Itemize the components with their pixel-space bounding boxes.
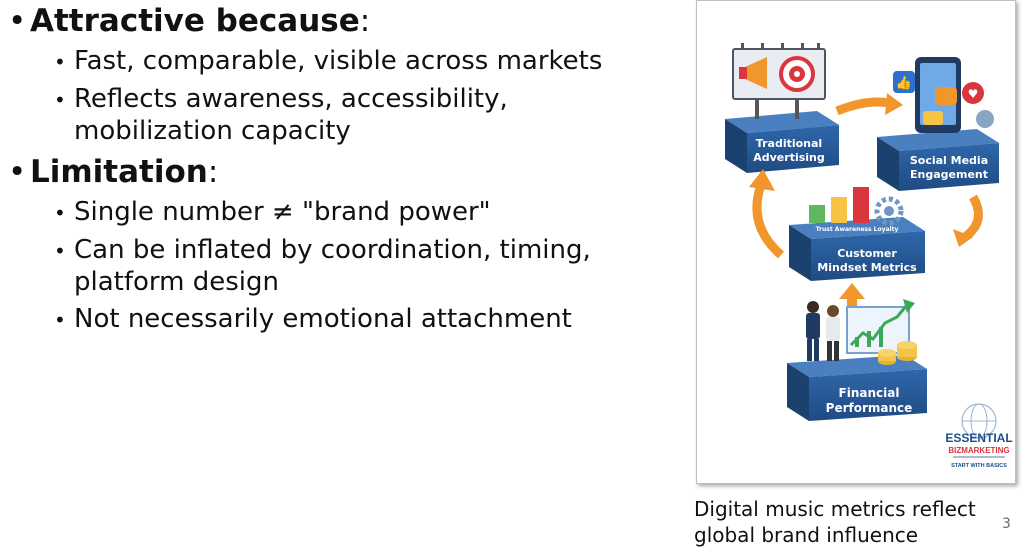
social-media-phone-icon: 👍 ♥: [893, 57, 994, 133]
svg-text:BIZMARKETING: BIZMARKETING: [948, 446, 1009, 455]
heading-limitation: Limitation: [30, 154, 208, 190]
svg-text:Customer: Customer: [837, 247, 897, 260]
business-people-icon: [806, 301, 840, 361]
arrow-icon: [962, 194, 983, 241]
svg-text:Engagement: Engagement: [910, 168, 988, 181]
bullet-list: • Attractive because: • Fast, comparable…: [8, 2, 668, 336]
essential-bizmarketing-logo: ESSENTIAL BIZMARKETING START WITH BASICS: [945, 403, 1013, 469]
bar-chart-icon: [809, 187, 869, 223]
heading-attractive: Attractive because: [30, 3, 360, 39]
bullet-dot: •: [8, 154, 27, 190]
bullet-attractive: • Attractive because:: [8, 3, 371, 39]
arrow-icon: [752, 183, 785, 259]
coins-icon: [878, 341, 917, 365]
list-item: • Fast, comparable, visible across marke…: [54, 46, 603, 76]
billboard-icon: [732, 43, 826, 119]
block-financial-performance: Financial Performance: [787, 355, 927, 421]
list-item: • Can be inflated by coordination, timin…: [54, 235, 591, 297]
limitation-subitems: • Single number ≠ "brand power" • Can be…: [54, 196, 668, 336]
svg-text:Performance: Performance: [826, 401, 913, 415]
page-number: 3: [1002, 516, 1011, 532]
bullet-limitation: • Limitation:: [8, 154, 219, 190]
figure-caption: Digital music metrics reflect global bra…: [694, 497, 976, 547]
svg-text:👍: 👍: [896, 75, 912, 91]
svg-text:Financial: Financial: [839, 386, 900, 400]
list-item: • Not necessarily emotional attachment: [54, 304, 572, 334]
block-customer-mindset: Trust Awareness Loyalty Customer Mindset…: [789, 217, 925, 281]
attractive-subitems: • Fast, comparable, visible across marke…: [54, 45, 668, 147]
gear-icon: [874, 196, 904, 226]
svg-text:Advertising: Advertising: [753, 151, 825, 164]
block-traditional-advertising: Traditional Advertising: [725, 111, 839, 173]
cycle-diagram-svg: Traditional Advertising Social Media Eng…: [725, 43, 1013, 469]
svg-text:Social Media: Social Media: [910, 154, 988, 167]
svg-text:START WITH BASICS: START WITH BASICS: [951, 463, 1007, 469]
list-item: • Single number ≠ "brand power": [54, 197, 491, 227]
list-item: • Reflects awareness, accessibility, mob…: [54, 84, 508, 146]
marketing-cycle-illustration: Traditional Advertising Social Media Eng…: [696, 0, 1016, 484]
arrow-icon: [835, 97, 890, 116]
bullet-dot: •: [8, 3, 27, 39]
svg-text:ESSENTIAL: ESSENTIAL: [945, 431, 1012, 445]
svg-text:Trust Awareness Loyalty: Trust Awareness Loyalty: [816, 226, 899, 233]
svg-text:♥: ♥: [968, 87, 979, 101]
node-label: Traditional: [756, 137, 822, 150]
block-social-media: Social Media Engagement: [877, 129, 999, 191]
svg-text:Mindset Metrics: Mindset Metrics: [817, 261, 917, 274]
